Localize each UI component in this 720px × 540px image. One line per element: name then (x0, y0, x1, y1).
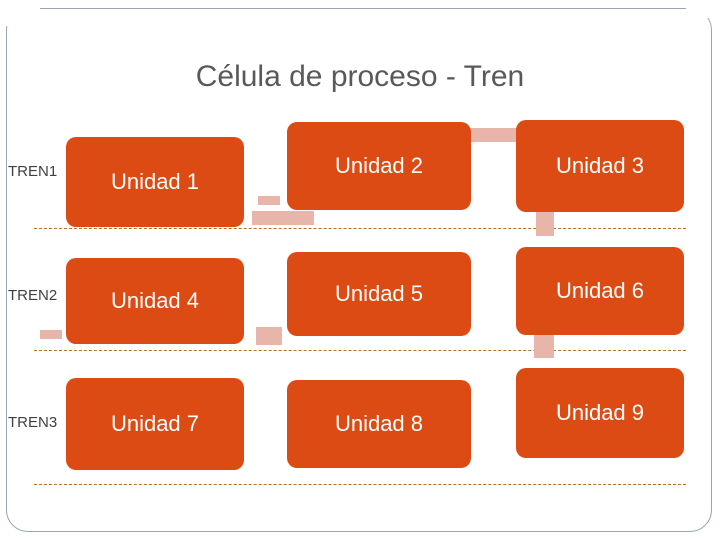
unit-box-4[interactable]: Unidad 4 (66, 258, 244, 344)
row-divider-3 (34, 484, 686, 485)
connector-row1-right (536, 212, 554, 236)
row-label-tren2: TREN2 (8, 287, 58, 304)
unit-box-7[interactable]: Unidad 7 (66, 378, 244, 470)
connector-row1-mid-small (258, 196, 280, 205)
connector-row1-mid-bar (252, 211, 314, 225)
row-divider-2 (34, 350, 686, 351)
unit-box-1[interactable]: Unidad 1 (66, 137, 244, 227)
row-label-tren1: TREN1 (8, 163, 58, 180)
unit-box-6[interactable]: Unidad 6 (516, 247, 684, 335)
unit-box-9[interactable]: Unidad 9 (516, 368, 684, 458)
row-label-tren3: TREN3 (8, 414, 58, 431)
unit-box-5[interactable]: Unidad 5 (287, 252, 471, 336)
connector-top-center (468, 128, 518, 142)
frame-corner-mask-right (686, 0, 720, 18)
connector-row2-right (534, 334, 554, 358)
frame-corner-mask-left (0, 0, 40, 26)
connector-row2-mid (256, 327, 282, 345)
connector-row2-left (40, 330, 62, 339)
unit-box-2[interactable]: Unidad 2 (287, 122, 471, 210)
page-title: Célula de proceso - Tren (195, 60, 525, 93)
row-divider-1 (34, 228, 686, 229)
unit-box-3[interactable]: Unidad 3 (516, 120, 684, 212)
unit-box-8[interactable]: Unidad 8 (287, 380, 471, 468)
